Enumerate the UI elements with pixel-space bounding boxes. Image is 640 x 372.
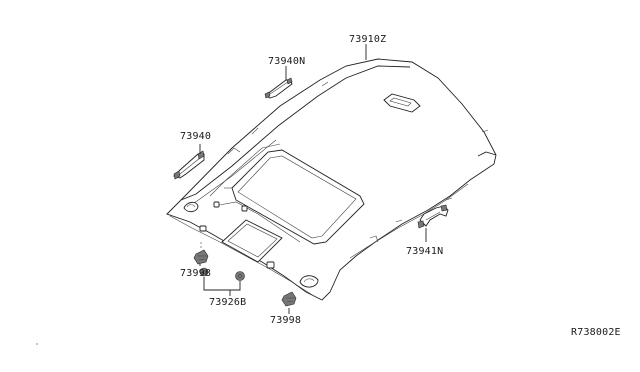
callout-73941n: 73941N (406, 246, 443, 257)
clip-right (281, 291, 297, 307)
headlining-panel (166, 58, 497, 301)
assist-grip-front (173, 150, 205, 180)
callout-73940: 73940 (180, 131, 211, 142)
assist-grip-rear-right (264, 77, 293, 99)
callout-73940n: 73940N (268, 56, 305, 67)
callout-73998-left: 73998 (180, 268, 211, 279)
clip-left (193, 249, 209, 265)
leader-lines (199, 44, 427, 314)
assist-grip-rear-left (417, 204, 449, 229)
callout-73910z: 73910Z (349, 34, 386, 45)
reference-code: R738002E (571, 327, 621, 338)
clip-pair (199, 267, 245, 281)
callout-73998-right: 73998 (270, 315, 301, 326)
callout-73926b: 73926B (209, 297, 246, 308)
